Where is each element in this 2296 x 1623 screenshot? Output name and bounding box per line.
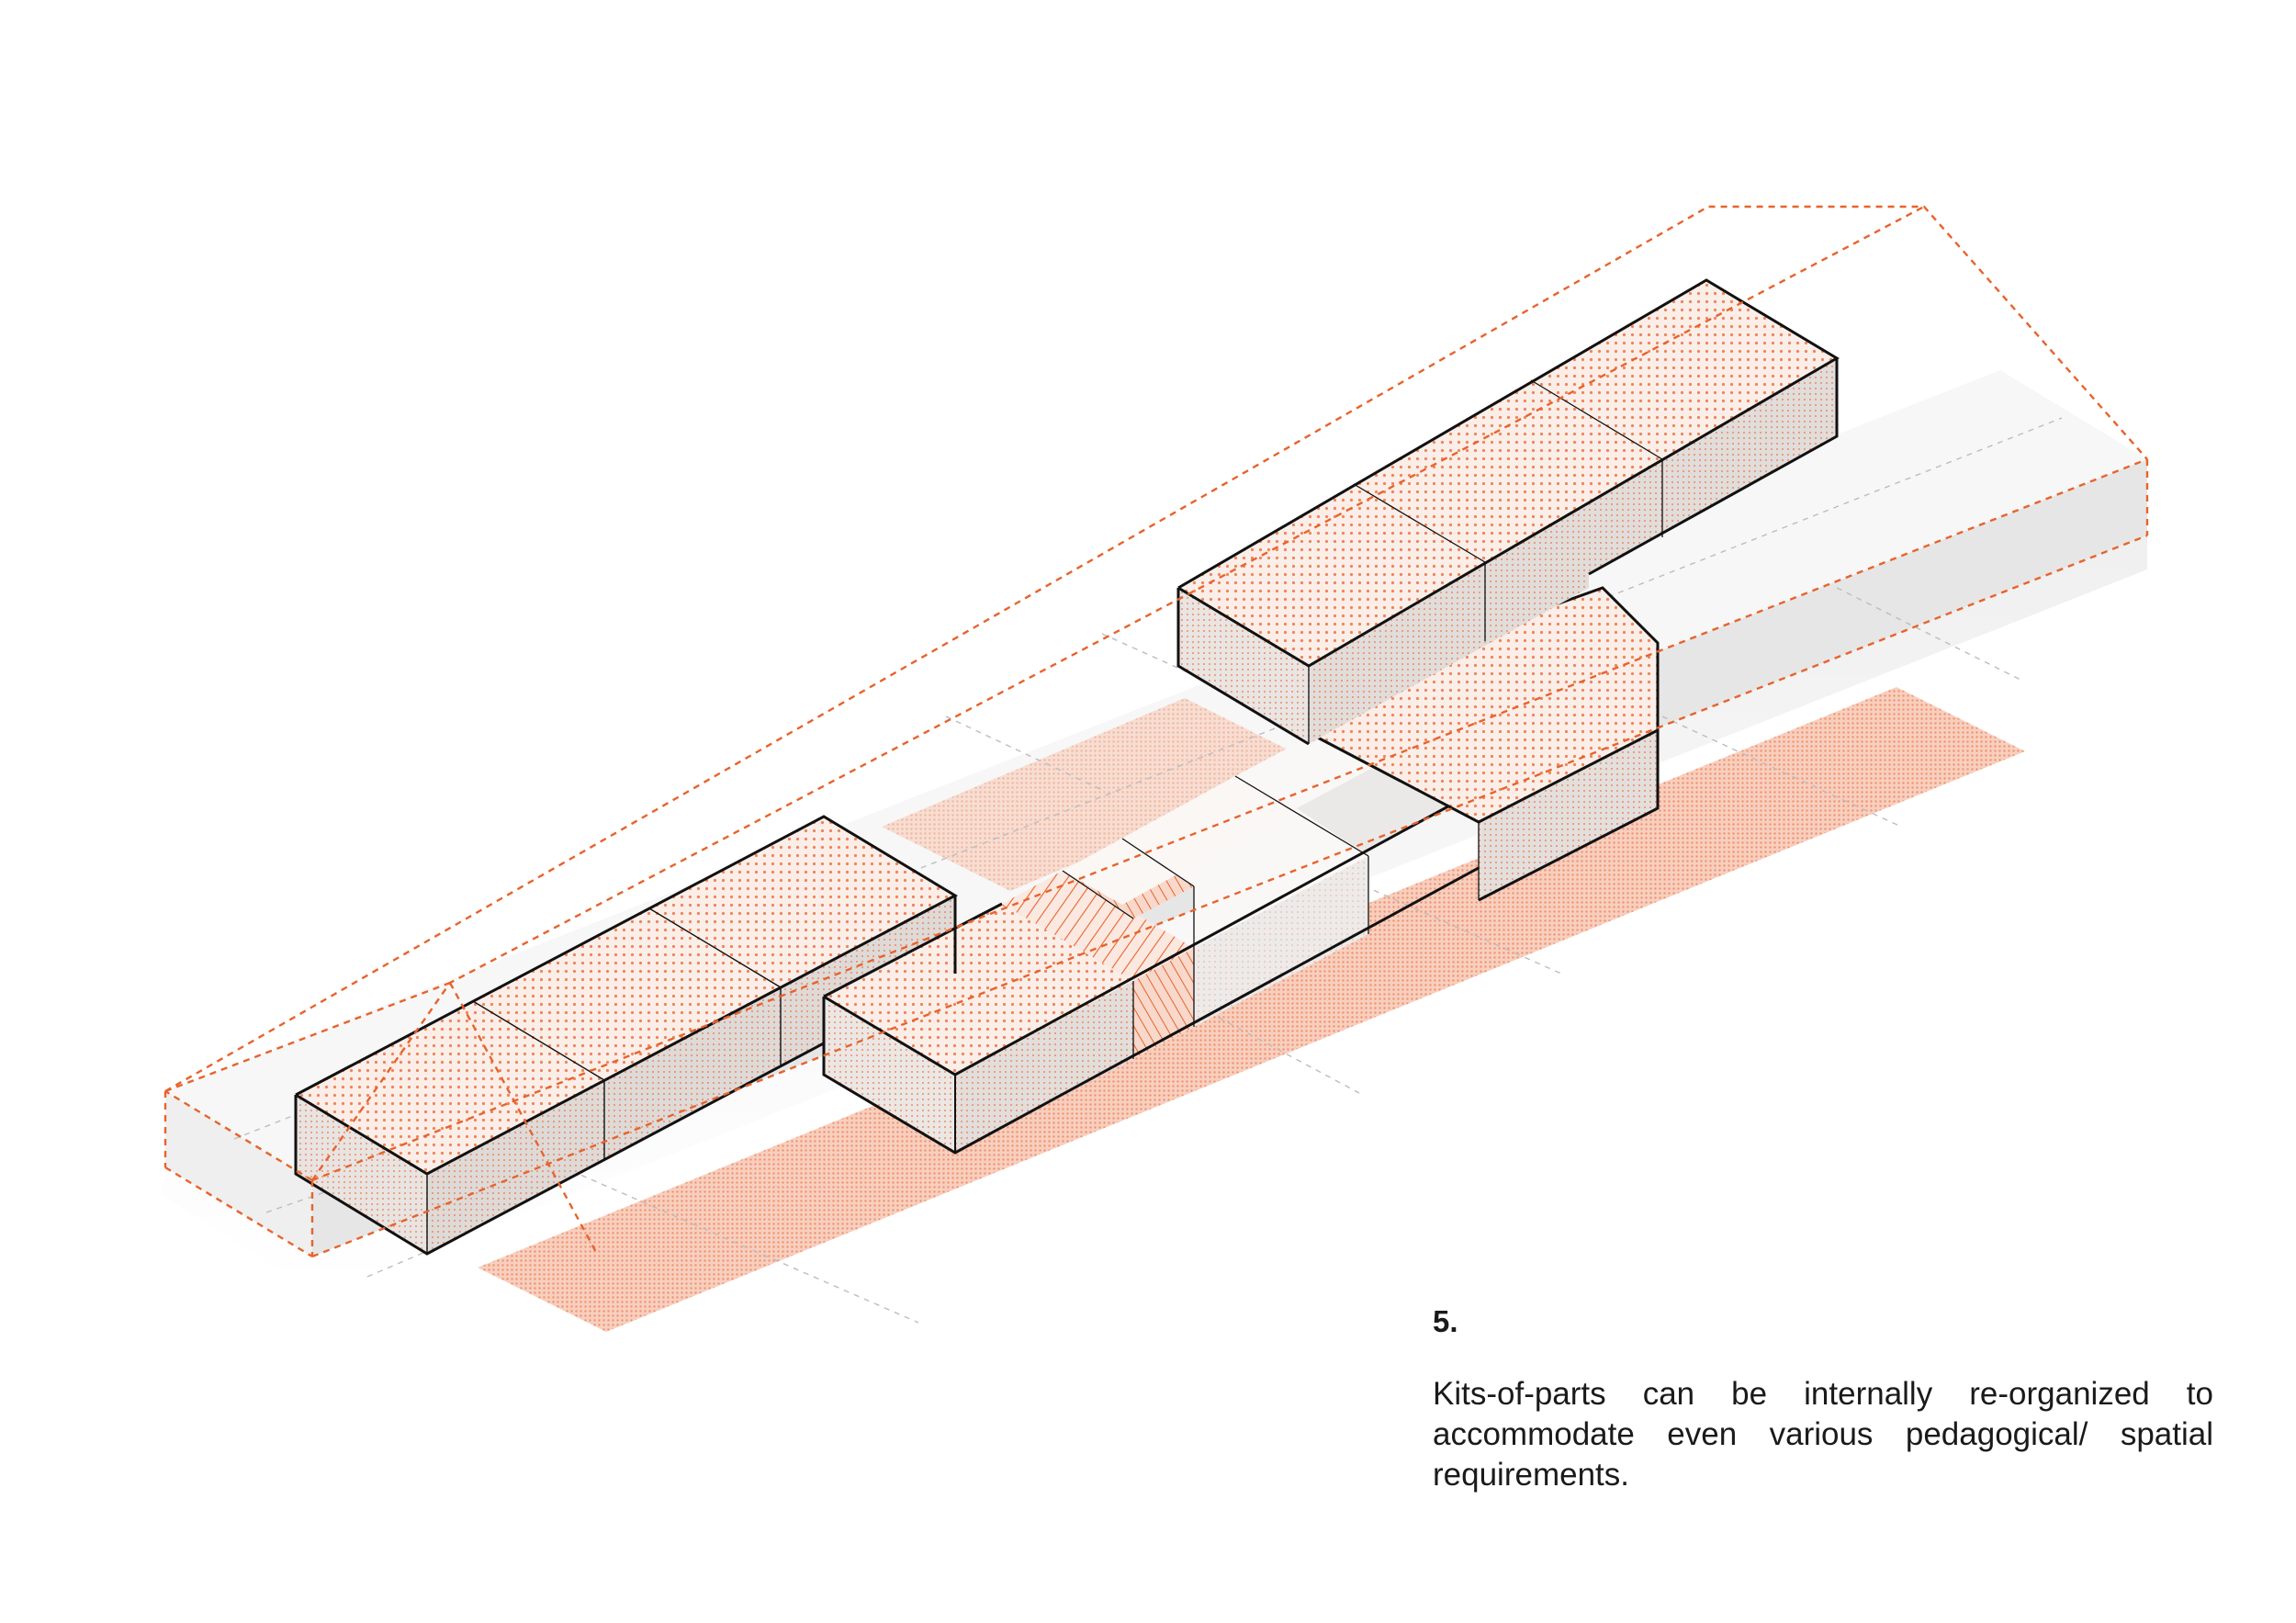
courtyard-strip-front	[478, 687, 2025, 1332]
step-number: 5.	[1433, 1304, 1458, 1338]
block-bottom-left	[294, 815, 959, 1256]
courtyard-strip-inner	[882, 698, 1313, 891]
courtyard-strips	[478, 687, 2025, 1332]
roof-outline	[163, 205, 2149, 1258]
caption: 5. Kits-of-parts can be internally re-or…	[1433, 1304, 2213, 1495]
caption-text: Kits-of-parts can be internally re-organ…	[1433, 1376, 2213, 1493]
plinth-front-face	[165, 1091, 312, 1257]
block-top-right	[1176, 278, 1840, 746]
module-blocks	[294, 278, 1840, 1256]
